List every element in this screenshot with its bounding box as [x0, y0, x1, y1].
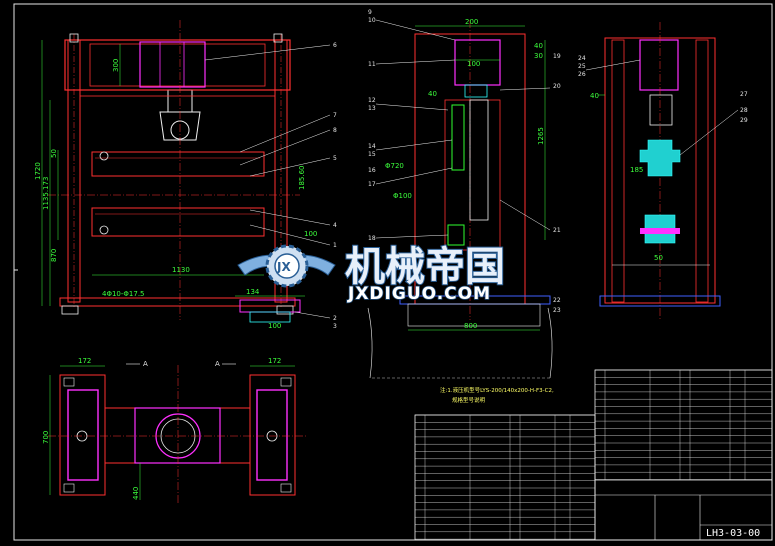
callout-18: 18	[368, 235, 376, 242]
dim-front-8: 185.60	[298, 166, 306, 191]
callout-23: 23	[553, 307, 561, 314]
callout-7: 7	[333, 112, 337, 119]
parts-list-table	[415, 369, 772, 540]
dim-side-2: 100	[467, 60, 480, 68]
dim-detail-1: 134	[246, 288, 260, 296]
dim-front-5: 300	[112, 59, 120, 72]
dim-front-6: 1130	[172, 266, 190, 274]
right-view: 40 185 50 24 25 26 27 28 29	[578, 22, 748, 320]
side-view: 200 100 40 1265 Φ720 Φ100 800 30 40 9 10…	[367, 9, 561, 379]
callout-17: 17	[368, 181, 376, 188]
dim-front-7: 4Φ10-Φ17.5	[102, 290, 145, 298]
dim-side-7: 800	[464, 322, 477, 330]
callout-15: 15	[368, 151, 376, 158]
dim-right-1: 40	[590, 92, 599, 100]
technical-note-2: 规格型号说明	[452, 396, 486, 404]
callout-22: 22	[553, 297, 561, 304]
callout-2: 2	[333, 315, 337, 322]
callout-11: 11	[368, 61, 376, 68]
callout-28: 28	[740, 107, 748, 114]
dim-plan-2: 172	[268, 357, 281, 365]
dim-front-2: 1135.173	[42, 177, 50, 210]
front-view: 1720 1135.173 870 50 300 1130 4Φ10-Φ17.5…	[34, 20, 337, 320]
watermark-en: JXDIGUO.COM	[347, 284, 491, 304]
dim-side-1: 200	[465, 18, 478, 26]
technical-note: 注:1.液压机型号LYS-200/140x200-H-F3-C2,	[440, 386, 554, 394]
plan-view: 172 172 700 440 A A	[42, 357, 306, 505]
section-mark-left: A	[143, 360, 148, 368]
section-mark-right: A	[215, 360, 220, 368]
watermark-cn: 机械帝国	[345, 244, 505, 290]
callout-26: 26	[578, 71, 586, 78]
callout-29: 29	[740, 117, 748, 124]
dim-side-3: 40	[428, 90, 437, 98]
dim-right-2: 185	[630, 166, 643, 174]
dim-side-8: 30	[534, 52, 543, 60]
title-block: LH3-03-00	[414, 369, 773, 541]
dim-front-4: 50	[50, 149, 58, 158]
dim-front-9: 100	[304, 230, 317, 238]
callout-24: 24	[578, 55, 586, 62]
dim-plan-1: 172	[78, 357, 91, 365]
callout-8: 8	[333, 127, 337, 134]
callout-19: 19	[553, 53, 561, 60]
callout-12: 12	[368, 97, 376, 104]
dim-detail-2: 100	[268, 322, 281, 330]
callout-3: 3	[333, 323, 337, 330]
dim-front-1: 1720	[34, 162, 42, 180]
dim-right-3: 50	[654, 254, 663, 262]
dim-plan-3: 700	[42, 431, 50, 444]
dim-plan-4: 440	[132, 487, 140, 500]
callout-13: 13	[368, 105, 376, 112]
dim-side-4: 1265	[537, 127, 545, 145]
callout-10: 10	[368, 17, 376, 24]
dim-side-5: Φ720	[385, 162, 404, 170]
callout-25: 25	[578, 63, 586, 70]
drawing-number: LH3-03-00	[706, 528, 760, 539]
callout-16: 16	[368, 167, 376, 174]
dim-side-9: 40	[534, 42, 543, 50]
callout-9: 9	[368, 9, 372, 16]
watermark-logo: JX	[237, 244, 336, 288]
callout-6: 6	[333, 42, 337, 49]
drawing-border	[13, 3, 773, 541]
callout-21: 21	[553, 227, 561, 234]
callout-14: 14	[368, 143, 376, 150]
callout-4: 4	[333, 222, 337, 229]
callout-5: 5	[333, 155, 337, 162]
svg-text:JX: JX	[276, 260, 291, 274]
detail-view: 134 100 2 3	[235, 288, 337, 330]
callout-1: 1	[333, 242, 337, 249]
dim-front-3: 870	[50, 249, 58, 262]
callout-20: 20	[553, 83, 561, 90]
callout-27: 27	[740, 91, 748, 98]
dim-side-6: Φ100	[393, 192, 412, 200]
